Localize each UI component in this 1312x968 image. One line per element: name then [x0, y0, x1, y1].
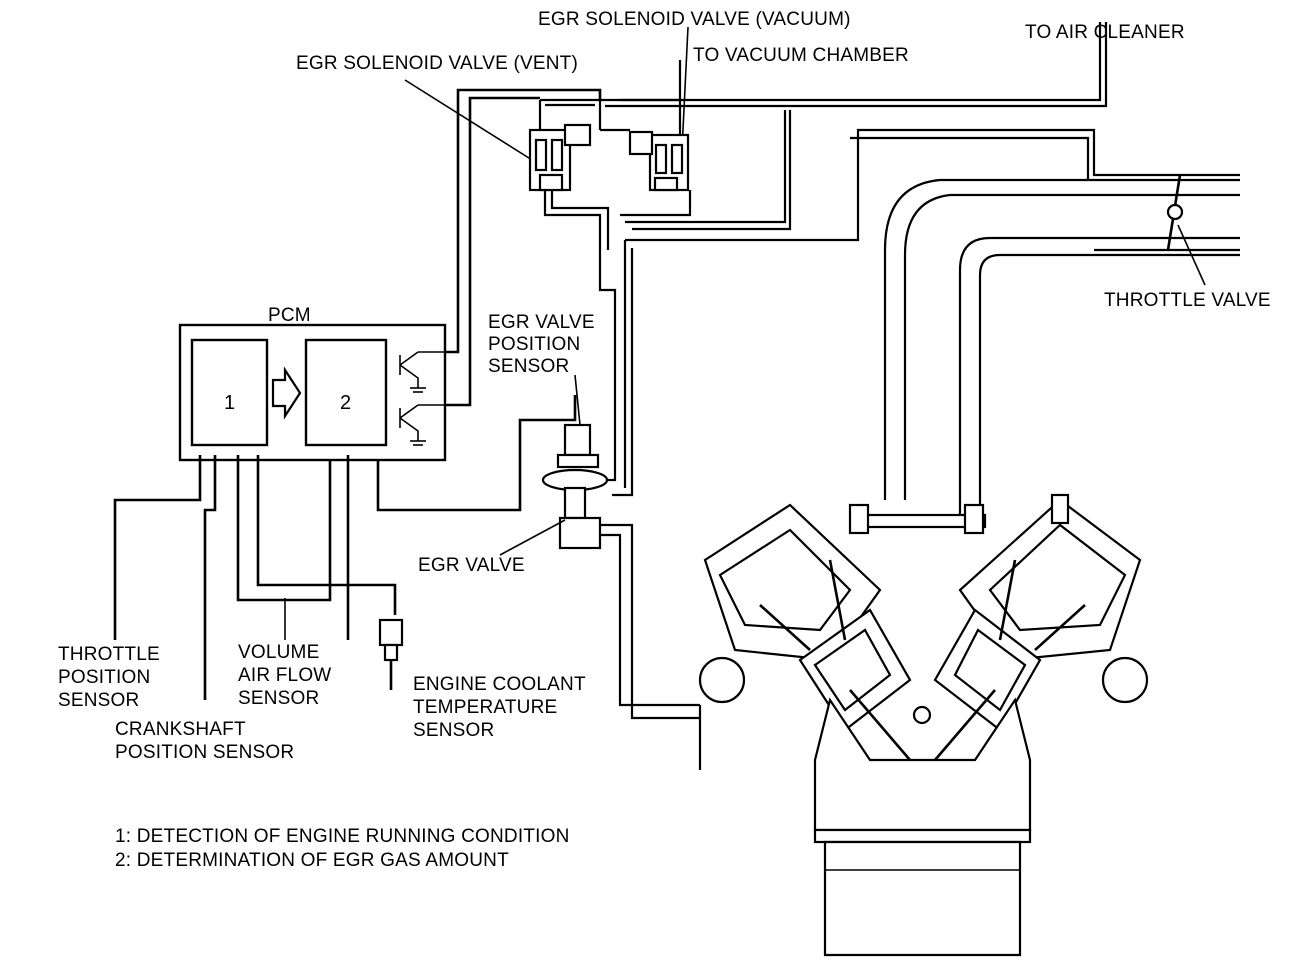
- label-crankshaft-position-sensor-2: POSITION SENSOR: [115, 742, 294, 763]
- label-throttle-position-sensor-3: SENSOR: [58, 690, 139, 711]
- label-volume-air-flow-sensor-3: SENSOR: [238, 688, 319, 709]
- egr-solenoid-valve-vent: [528, 123, 592, 192]
- label-egr-valve-position-sensor-2: POSITION: [488, 334, 580, 355]
- label-throttle-valve: THROTTLE VALVE: [1104, 290, 1271, 311]
- egr-solenoid-valve-vacuum: [628, 130, 690, 192]
- leader-egr-sensor: [574, 374, 581, 426]
- legend-item-2: 2: DETERMINATION OF EGR GAS AMOUNT: [115, 850, 509, 871]
- label-throttle-position-sensor-1: THROTTLE: [58, 644, 160, 665]
- egr-valve-assembly: [541, 423, 700, 720]
- engine-coolant-temperature-sensor: [378, 618, 404, 690]
- label-pcm: PCM: [268, 305, 311, 326]
- sensor-input-wires: [113, 455, 397, 700]
- label-volume-air-flow-sensor-2: AIR FLOW: [238, 665, 331, 686]
- pcm-module: 1 2: [178, 323, 447, 462]
- pcm-box-2: 2: [340, 392, 351, 414]
- leader-egr-valve: [499, 519, 566, 556]
- pcm-box-1: 1: [224, 392, 235, 414]
- pcm-driver-transistors: [399, 351, 445, 446]
- vacuum-hoses: [538, 22, 1240, 497]
- label-to-air-cleaner: TO AIR CLEANER: [1025, 22, 1185, 43]
- label-crankshaft-position-sensor-1: CRANKSHAFT: [115, 719, 246, 740]
- engine-v-block: [698, 178, 1240, 957]
- label-throttle-position-sensor-2: POSITION: [58, 667, 150, 688]
- label-egr-valve-position-sensor-1: EGR VALVE: [488, 312, 595, 333]
- legend-item-1: 1: DETECTION OF ENGINE RUNNING CONDITION: [115, 826, 570, 847]
- label-egr-solenoid-vent: EGR SOLENOID VALVE (VENT): [296, 53, 578, 74]
- label-engine-coolant-temperature-sensor-1: ENGINE COOLANT: [413, 674, 586, 695]
- label-volume-air-flow-sensor-1: VOLUME: [238, 642, 319, 663]
- label-engine-coolant-temperature-sensor-3: SENSOR: [413, 720, 494, 741]
- pcm-output-wires: [376, 88, 602, 512]
- label-egr-solenoid-vacuum: EGR SOLENOID VALVE (VACUUM): [538, 9, 851, 30]
- label-egr-valve-position-sensor-3: SENSOR: [488, 356, 569, 377]
- label-to-vacuum-chamber: TO VACUUM CHAMBER: [693, 45, 909, 66]
- label-egr-valve: EGR VALVE: [418, 555, 525, 576]
- label-engine-coolant-temperature-sensor-2: TEMPERATURE: [413, 697, 557, 718]
